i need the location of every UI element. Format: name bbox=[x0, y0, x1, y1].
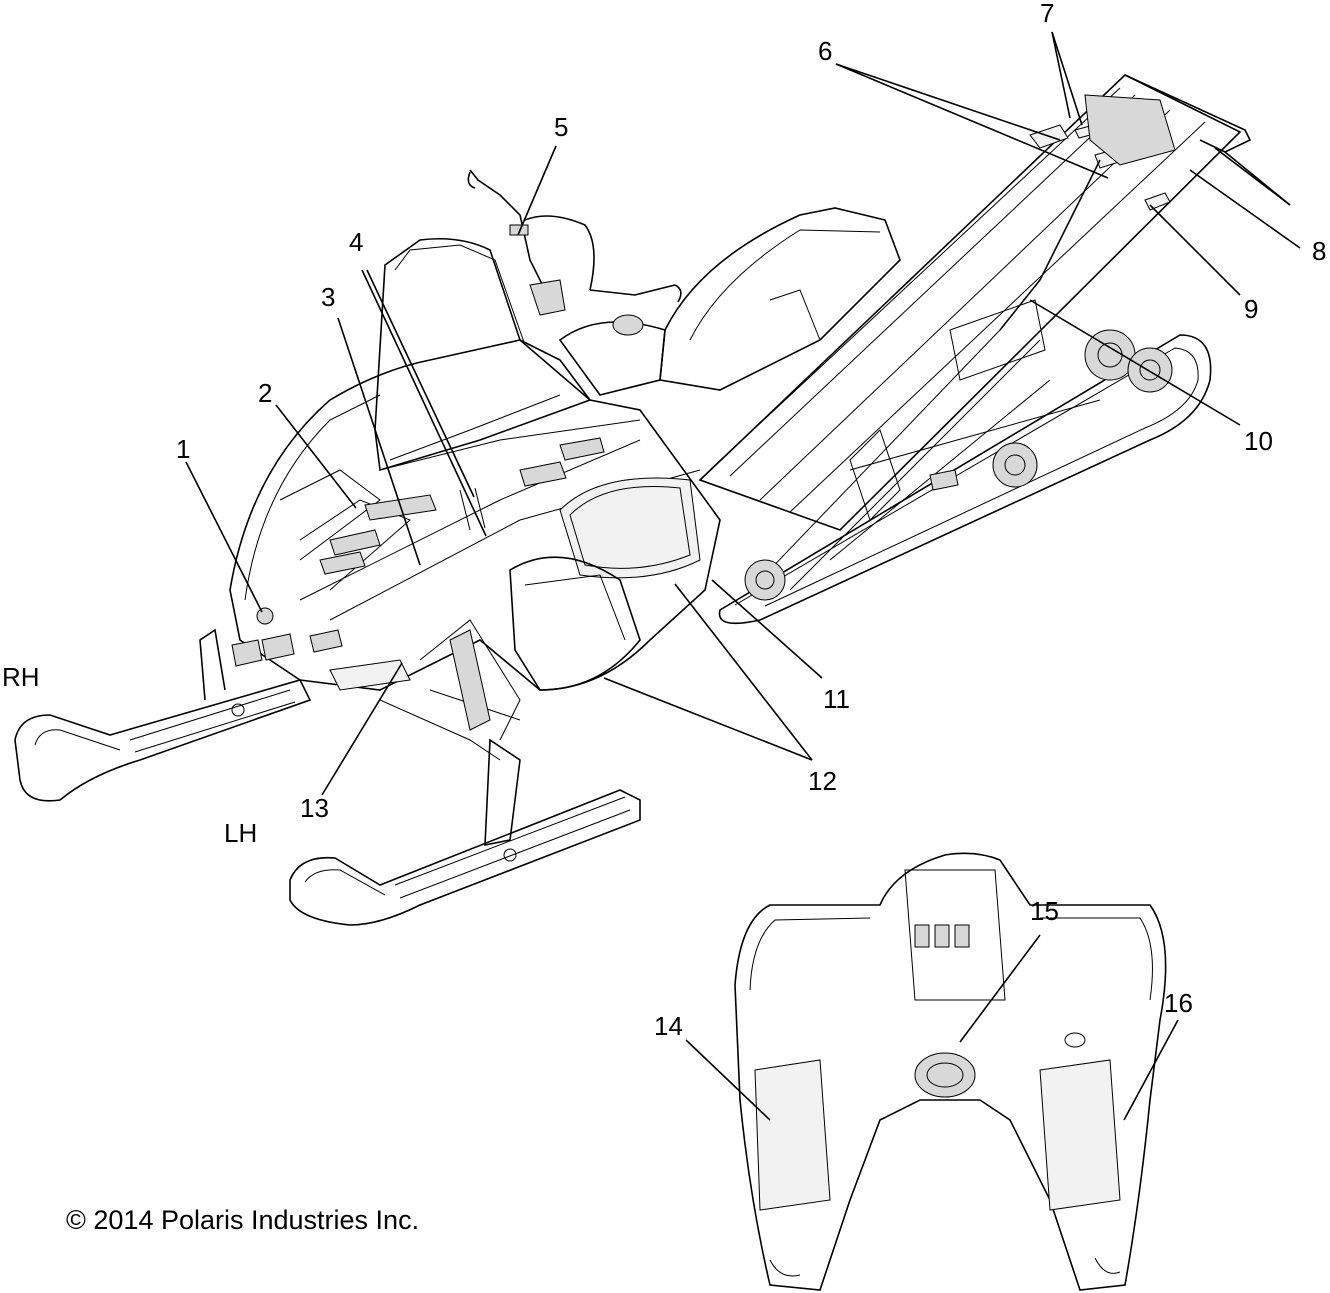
hood bbox=[229, 339, 721, 691]
callout-5: 5 bbox=[554, 112, 568, 142]
callout-4: 4 bbox=[349, 227, 363, 257]
callout-15: 15 bbox=[1030, 896, 1059, 926]
track-suspension bbox=[718, 299, 1212, 625]
callout-14: 14 bbox=[654, 1011, 683, 1041]
fuel-tank bbox=[558, 314, 666, 396]
callout-3: 3 bbox=[321, 282, 335, 312]
front-suspension bbox=[379, 619, 521, 846]
label-rh: RH bbox=[2, 662, 40, 692]
callout-12: 12 bbox=[808, 766, 837, 796]
leader-lines bbox=[185, 31, 1301, 1121]
callout-10: 10 bbox=[1244, 426, 1273, 456]
copyright-notice: © 2014 Polaris Industries Inc. bbox=[66, 1205, 419, 1235]
side-labels: RH LH bbox=[2, 662, 257, 848]
handlebars bbox=[467, 169, 682, 316]
ski-lh bbox=[289, 789, 641, 926]
callout-16: 16 bbox=[1164, 988, 1193, 1018]
callout-13: 13 bbox=[300, 793, 329, 823]
snowmobile-illustration bbox=[14, 74, 1291, 926]
callout-1: 1 bbox=[176, 434, 190, 464]
callout-9: 9 bbox=[1244, 294, 1258, 324]
hood-underside-illustration bbox=[734, 852, 1167, 1291]
callout-7: 7 bbox=[1040, 0, 1054, 28]
callouts: 1 2 3 4 5 6 7 8 9 10 11 12 13 14 15 16 bbox=[176, 0, 1326, 1041]
label-lh: LH bbox=[224, 818, 257, 848]
callout-8: 8 bbox=[1312, 236, 1326, 266]
callout-6: 6 bbox=[818, 36, 832, 66]
ski-rh bbox=[14, 628, 312, 802]
windshield bbox=[374, 237, 592, 472]
seat bbox=[659, 207, 901, 391]
callout-11: 11 bbox=[823, 684, 850, 714]
callout-2: 2 bbox=[258, 378, 272, 408]
